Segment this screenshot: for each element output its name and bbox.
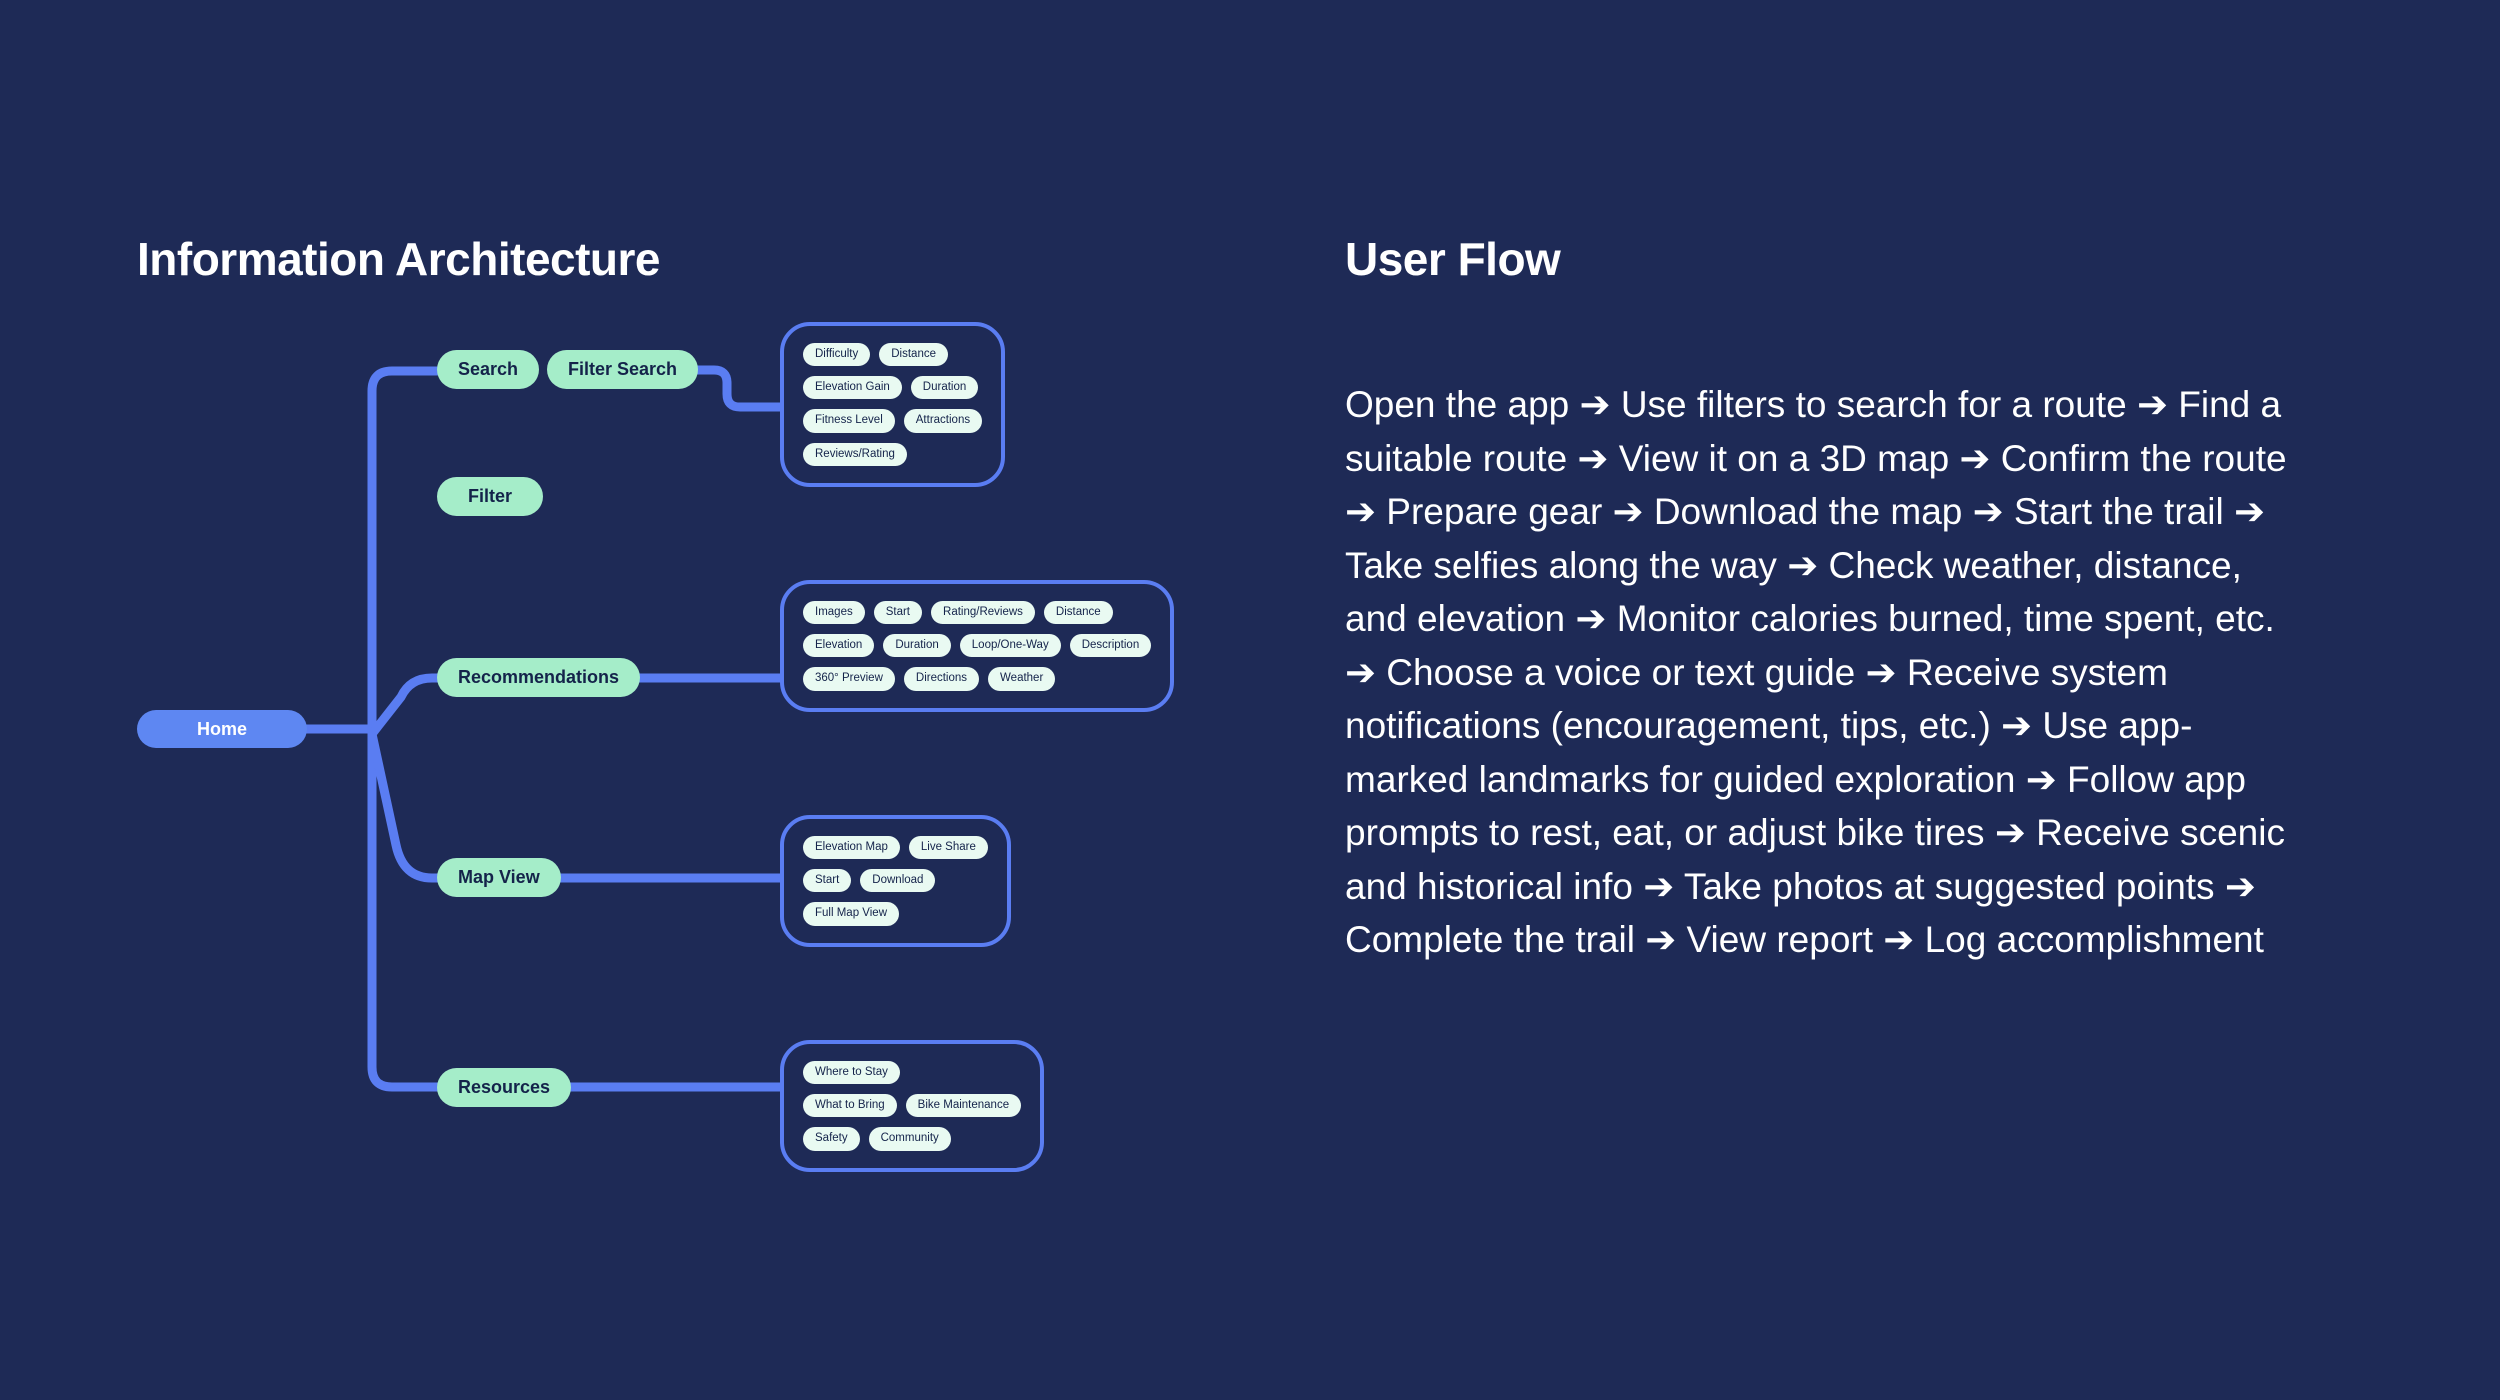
arrow-glyph: ➔ — [2015, 758, 2068, 800]
chip-row: Elevation Map Live Share — [803, 836, 988, 860]
chip-distance: Distance — [879, 343, 948, 367]
arrow-glyph: ➔ — [1565, 598, 1617, 639]
chip-row: What to Bring Bike Maintenance — [803, 1094, 1022, 1118]
chip-row: Fitness Level Attractions — [803, 409, 983, 433]
flow-step: Receive scenic and historical info — [1345, 812, 2285, 907]
user-flow-title: User Flow — [1345, 233, 1561, 285]
chip-row: Safety Community — [803, 1127, 951, 1151]
node-resources: Resources — [437, 1068, 572, 1107]
chip-weather: Weather — [988, 667, 1056, 691]
chip-fitness-level: Fitness Level — [803, 409, 895, 433]
arrow-glyph: ➔ — [1984, 812, 2037, 853]
chip-duration: Duration — [910, 376, 979, 400]
chip-safety: Safety — [803, 1127, 860, 1151]
arrow-glyph: ➔ — [1962, 491, 2014, 532]
flow-step: Monitor calories burned, time spent, etc… — [1616, 598, 2275, 639]
node-search: Search — [437, 350, 540, 389]
chip-distance: Distance — [1043, 601, 1113, 625]
chip-download: Download — [860, 869, 936, 893]
flow-step: Open the app — [1345, 384, 1570, 425]
arrow-glyph: ➔ — [2126, 384, 2179, 425]
flow-step: Prepare gear — [1386, 491, 1603, 532]
flow-step: Complete the trail — [1345, 919, 1635, 960]
flow-step: View report — [1686, 919, 1873, 960]
flow-step: Receive system notifications (encouragem… — [1345, 651, 2168, 747]
chip-360-preview: 360° Preview — [803, 667, 895, 691]
chip-directions: Directions — [903, 667, 980, 691]
chip-where-to-stay: Where to Stay — [803, 1061, 900, 1085]
chip-attractions: Attractions — [903, 409, 983, 433]
arrow-glyph: ➔ — [1990, 705, 2043, 746]
chip-reviews-rating: Reviews/Rating — [803, 442, 907, 466]
arrow-glyph: ➔ — [1569, 384, 1621, 425]
flow-step: Find a suitable route — [1345, 384, 2282, 479]
chip-difficulty: Difficulty — [803, 343, 871, 367]
arrow-glyph: ➔ — [1949, 437, 2001, 479]
user-flow-paragraph: Open the app ➔ Use filters to search for… — [1345, 378, 2297, 967]
chip-row: Start Download — [803, 869, 936, 893]
chip-row: 360° Preview Directions Weather — [803, 667, 1056, 691]
chip-what-to-bring: What to Bring — [803, 1094, 897, 1118]
arrow-glyph: ➔ — [1567, 437, 1619, 479]
flow-step: Check weather, distance, and elevation — [1345, 544, 2242, 640]
arrow-glyph: ➔ — [1602, 491, 1654, 532]
chip-loop-one-way: Loop/One-Way — [959, 634, 1061, 658]
connector-filter-search-to-options — [660, 365, 784, 412]
connector-map-view-branch — [367, 733, 448, 883]
chip-elevation-gain: Elevation Gain — [803, 376, 902, 400]
flow-step: Choose a voice or text guide — [1386, 651, 1856, 693]
flow-step: View it on a 3D map — [1618, 437, 1950, 479]
chip-row: Elevation Gain Duration — [803, 376, 979, 400]
chip-elevation-map: Elevation Map — [803, 836, 900, 860]
arrow-glyph: ➔ — [1345, 491, 1387, 532]
flow-step: Use filters to search for a route — [1620, 384, 2127, 425]
arrow-glyph: ➔ — [1634, 919, 1687, 960]
chip-rating-reviews: Rating/Reviews — [931, 601, 1035, 625]
node-map-view: Map View — [437, 858, 561, 897]
arrow-glyph: ➔ — [1345, 651, 1387, 693]
arrow-glyph: ➔ — [2214, 865, 2256, 907]
chip-elevation: Elevation — [803, 634, 875, 658]
arrow-glyph: ➔ — [1855, 651, 1907, 693]
chip-row: Reviews/Rating — [803, 442, 907, 466]
node-filter-search: Filter Search — [547, 350, 699, 389]
node-recommendations: Recommendations — [437, 658, 641, 697]
flow-step: Take selfies along the way — [1345, 544, 1777, 586]
chip-description: Description — [1069, 634, 1152, 658]
chip-community: Community — [868, 1127, 951, 1151]
flow-step: Confirm the route — [2000, 437, 2287, 479]
flow-step: Follow app prompts to rest, eat, or adju… — [1345, 758, 2246, 854]
flow-step: Use app-marked landmarks for guided expl… — [1345, 705, 2193, 800]
chip-row: Images Start Rating/Reviews Distance — [803, 601, 1113, 625]
flow-step: Start the trail — [2013, 491, 2224, 532]
chip-bike-maintenance: Bike Maintenance — [905, 1094, 1022, 1118]
node-home: Home — [137, 710, 307, 748]
flow-step: Download the map — [1653, 491, 1963, 532]
flow-step: Take photos at suggested points — [1683, 865, 2215, 907]
chip-row: Where to Stay — [803, 1061, 900, 1085]
connector-trunk — [367, 366, 445, 1092]
flow-step: Log accomplishment — [1924, 919, 2264, 960]
chip-row: Elevation Duration Loop/One-Way Description — [803, 634, 1152, 658]
chip-images: Images — [803, 601, 865, 625]
chip-live-share: Live Share — [908, 836, 988, 860]
connector-recommendations-branch — [368, 673, 448, 737]
chip-row: Difficulty Distance — [803, 343, 948, 367]
chip-full-map-view: Full Map View — [803, 902, 900, 926]
arrow-glyph: ➔ — [1632, 865, 1684, 907]
chip-row: Full Map View — [803, 902, 900, 926]
chip-start: Start — [873, 601, 923, 625]
chip-start: Start — [803, 869, 852, 893]
chip-duration: Duration — [883, 634, 951, 658]
ia-title: Information Architecture — [137, 233, 661, 285]
arrow-glyph: ➔ — [1873, 919, 1925, 960]
arrow-glyph: ➔ — [1776, 544, 1829, 586]
arrow-glyph: ➔ — [2223, 491, 2265, 532]
node-filter: Filter — [437, 477, 544, 516]
